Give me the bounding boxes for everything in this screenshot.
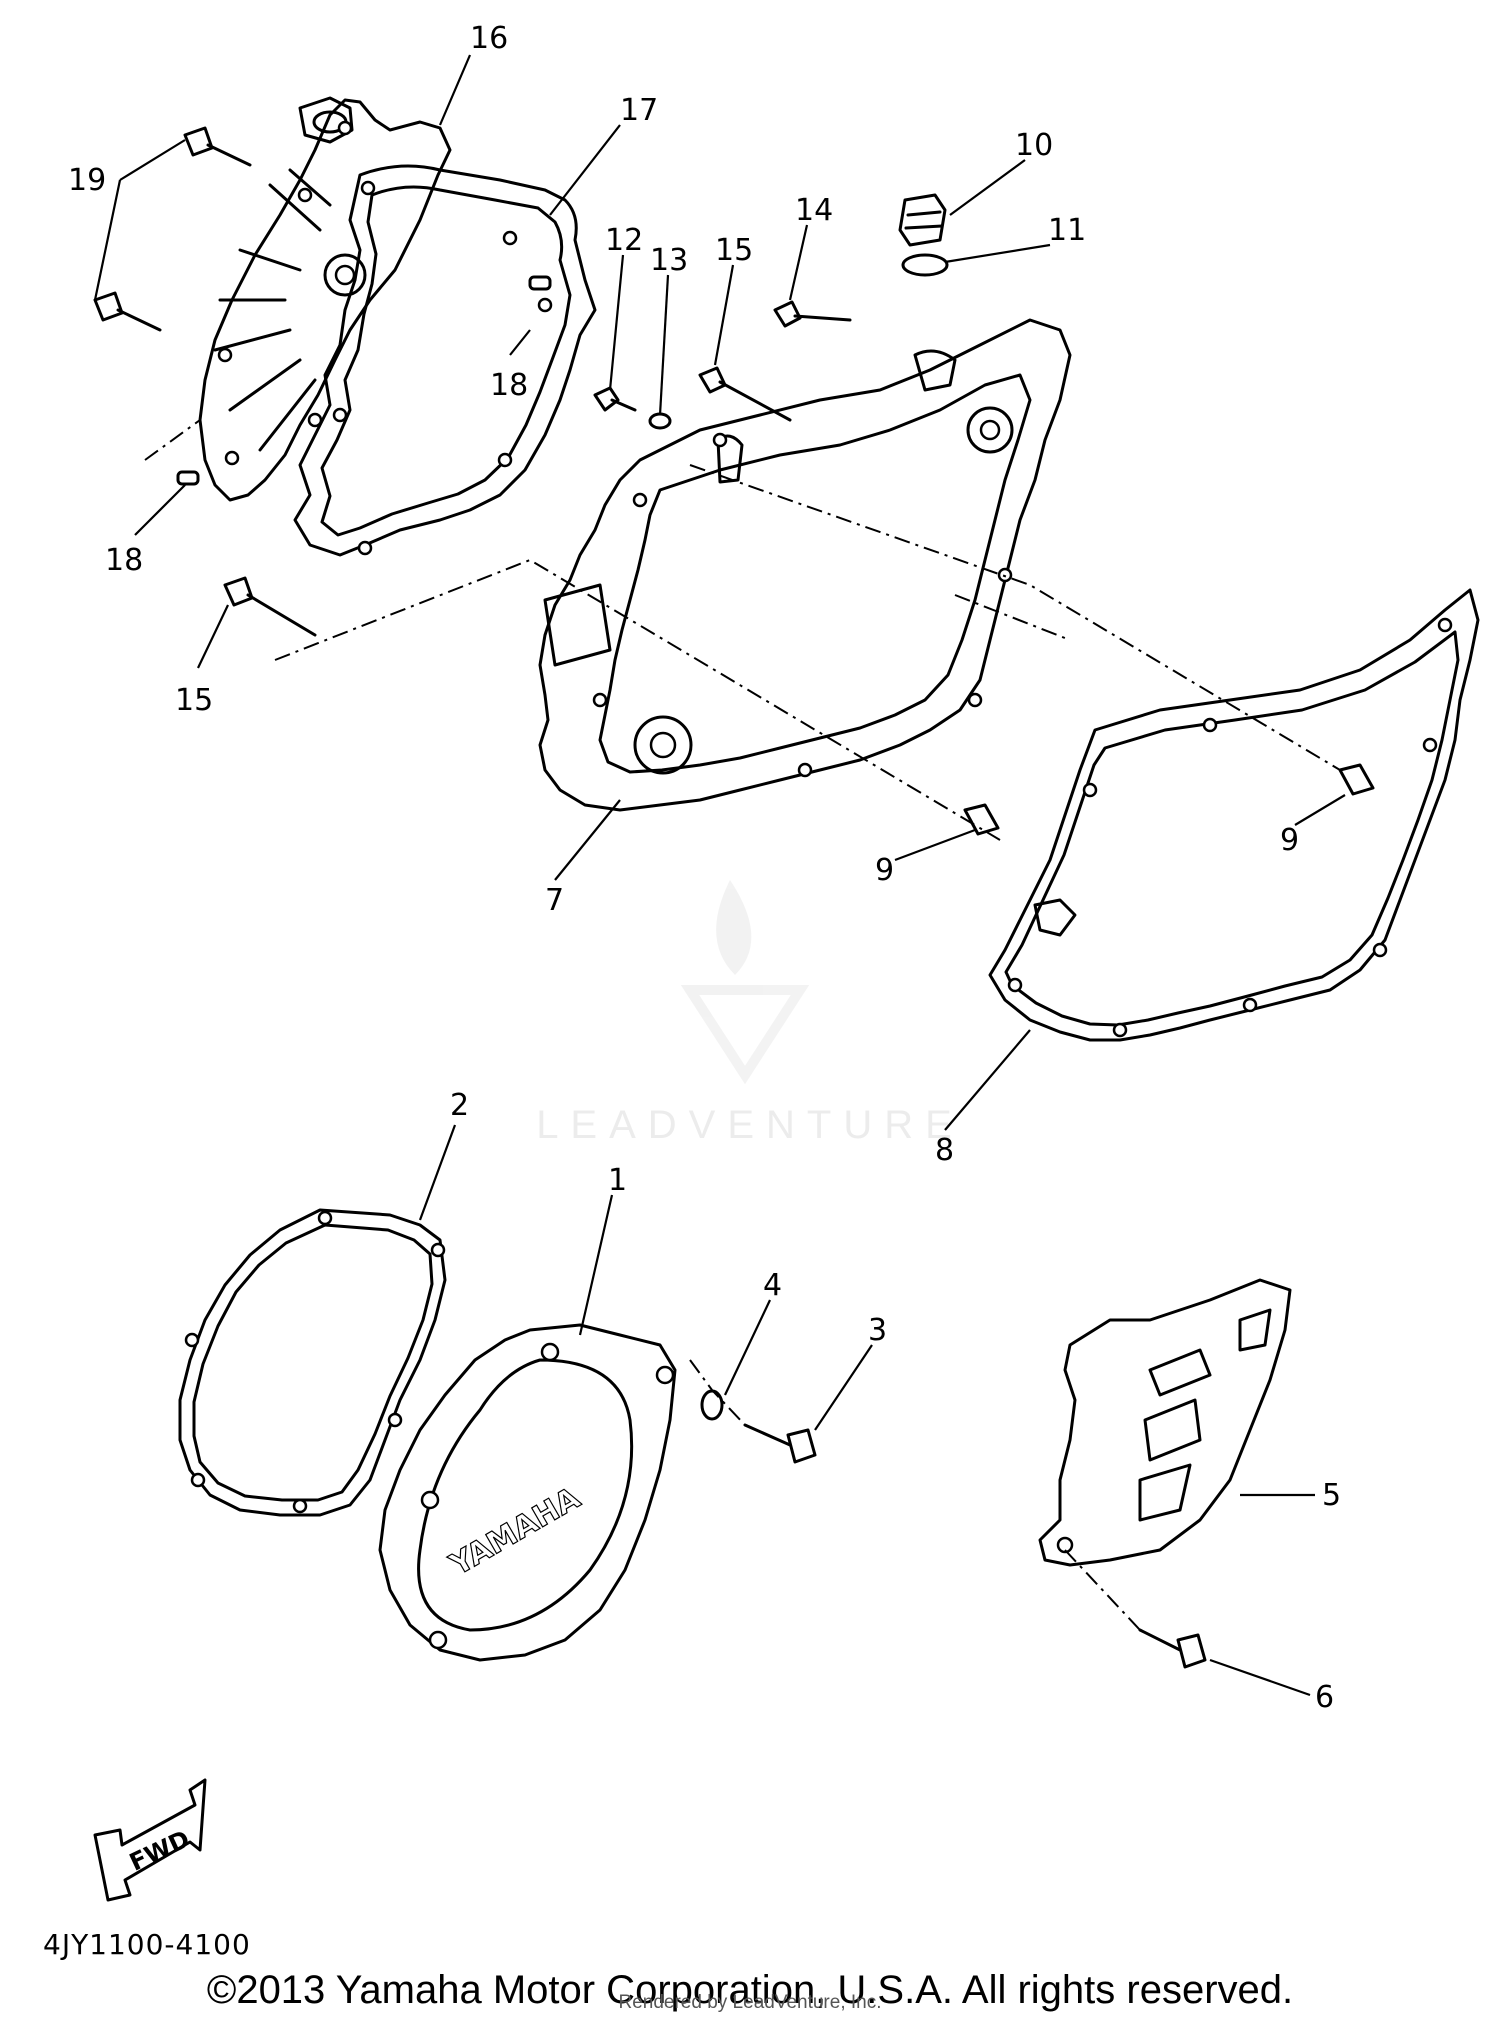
dowel-part-9-center[interactable] (963, 803, 1000, 836)
assembly-line (274, 558, 1001, 841)
assembly-line (689, 464, 1341, 771)
cover-brand-text: YAMAHA (444, 1480, 587, 1583)
callout-13: 13 (650, 243, 688, 278)
callout-9-right: 9 (1280, 823, 1299, 858)
callout-labels: 1 2 3 4 5 6 7 8 9 9 10 11 12 13 14 15 15… (68, 21, 1341, 1715)
o-ring-part-11[interactable] (901, 253, 949, 277)
callout-17: 17 (620, 93, 658, 128)
fwd-label: FWD (125, 1825, 194, 1877)
callout-10: 10 (1015, 128, 1053, 163)
generator-gasket-part-2[interactable] (178, 1208, 447, 1517)
callout-6: 6 (1315, 1680, 1334, 1715)
bolt-part-6[interactable] (1138, 1628, 1207, 1669)
copyright-notice: ©2013 Yamaha Motor Corporation, U.S.A. A… (206, 1968, 1294, 2012)
clutch-cover-gasket-part-17[interactable] (293, 164, 597, 557)
watermark-logo (680, 880, 810, 1085)
callout-5: 5 (1322, 1478, 1341, 1513)
callout-7: 7 (545, 883, 564, 918)
dowel-part-9-right[interactable] (1338, 763, 1375, 796)
assembly-line (954, 594, 1071, 641)
watermark-text: LEADVENTURE (536, 1103, 964, 1147)
oil-plug-part-10[interactable] (898, 193, 947, 247)
callout-11: 11 (1048, 213, 1086, 248)
clutch-cover-part-16[interactable] (198, 96, 452, 502)
dowel-pin-part-18-lower[interactable] (176, 470, 200, 486)
assembly-line (689, 1359, 746, 1426)
rendered-by-notice: Rendered by LeadVenture, Inc. (618, 1992, 882, 2013)
fwd-arrow-icon: FWD (93, 1778, 207, 1902)
callout-1: 1 (608, 1163, 627, 1198)
bolt-part-19-upper[interactable] (183, 126, 252, 167)
bolt-part-15-upper[interactable] (698, 366, 792, 422)
callout-8: 8 (935, 1133, 954, 1168)
callout-15-upper: 15 (715, 233, 753, 268)
callout-19: 19 (68, 163, 106, 198)
callout-14: 14 (795, 193, 833, 228)
assembly-line (1064, 1549, 1141, 1631)
washer-part-13[interactable] (648, 412, 672, 430)
washer-part-4[interactable] (700, 1389, 724, 1421)
callout-18-upper: 18 (490, 368, 528, 403)
callout-4: 4 (763, 1268, 782, 1303)
callout-9-center: 9 (875, 853, 894, 888)
bolt-part-3[interactable] (743, 1423, 817, 1464)
bolt-part-12[interactable] (593, 386, 637, 412)
diagram-code: 4JY1100-4100 (43, 1928, 251, 1961)
generator-cover-part-1[interactable]: YAMAHA (378, 1323, 677, 1662)
leader-lines (93, 54, 1346, 1697)
callout-3: 3 (868, 1313, 887, 1348)
callout-18-lower: 18 (105, 543, 143, 578)
callout-2: 2 (450, 1088, 469, 1123)
dowel-pin-part-18-upper[interactable] (528, 275, 552, 291)
callout-12: 12 (605, 223, 643, 258)
assembly-line (144, 419, 201, 461)
crankcase-gasket-part-8[interactable] (988, 588, 1480, 1042)
callout-16: 16 (470, 21, 508, 56)
sprocket-guard-part-5[interactable] (1038, 1278, 1292, 1567)
crankcase-cover-part-7[interactable] (538, 318, 1072, 812)
bolt-part-15-lower[interactable] (223, 576, 317, 637)
bolt-part-19-lower[interactable] (93, 291, 162, 332)
bolt-part-14[interactable] (773, 300, 852, 328)
callout-15-lower: 15 (175, 683, 213, 718)
